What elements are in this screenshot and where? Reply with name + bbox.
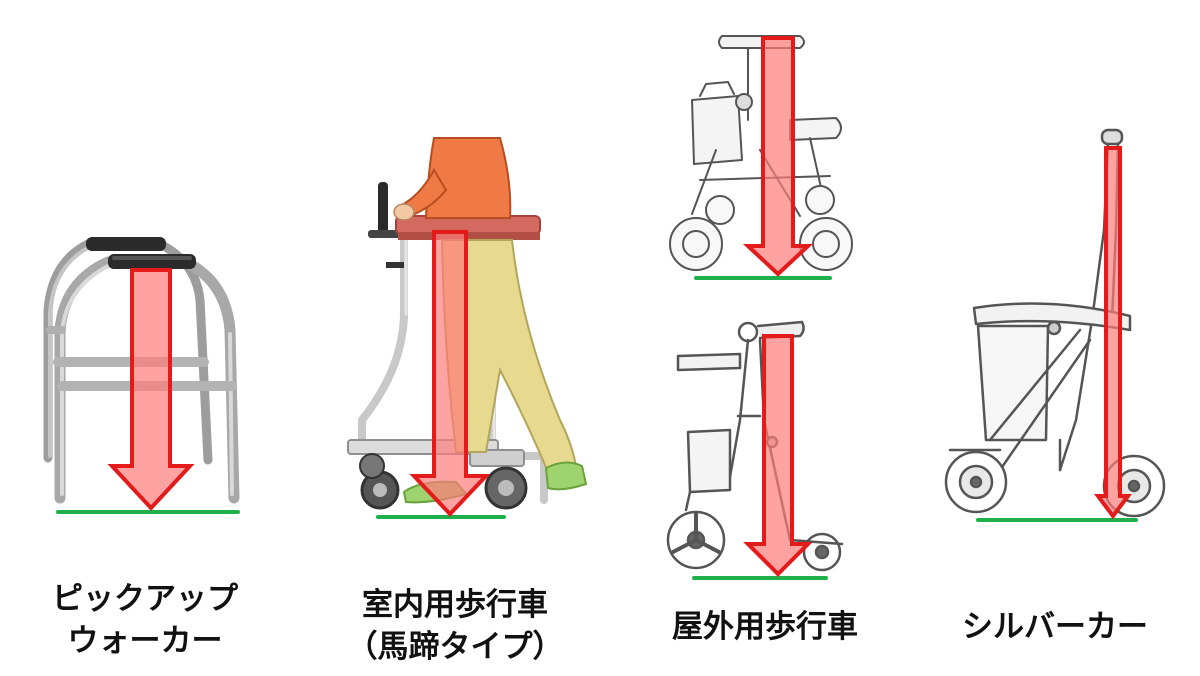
label-outdoor-walker: 屋外用歩行車	[640, 606, 890, 648]
label-pickup-walker-line1: ピックアップ	[52, 581, 238, 617]
gravity-arrow-pickup	[107, 268, 195, 511]
label-pickup-walker: ピックアップ ウォーカー	[20, 578, 270, 662]
label-pickup-walker-line2: ウォーカー	[67, 623, 223, 659]
label-outdoor-walker-line1: 屋外用歩行車	[672, 609, 858, 645]
label-indoor-walker-line2: （馬蹄タイプ）	[346, 629, 564, 665]
silver-car-illustration	[944, 128, 1166, 518]
label-indoor-walker-line1: 室内用歩行車	[362, 587, 548, 623]
indoor-walker-illustration	[347, 137, 588, 510]
label-silver-car-line1: シルバーカー	[962, 609, 1148, 645]
gravity-arrow-outdoor-top	[742, 36, 814, 277]
outdoor-walker-bottom-illustration	[666, 320, 844, 572]
gravity-arrow-outdoor-bottom	[743, 334, 813, 577]
label-silver-car: シルバーカー	[930, 606, 1180, 648]
gravity-arrow-silver	[1094, 146, 1132, 520]
label-indoor-walker: 室内用歩行車 （馬蹄タイプ）	[330, 584, 580, 668]
gravity-arrow-indoor	[409, 230, 491, 517]
